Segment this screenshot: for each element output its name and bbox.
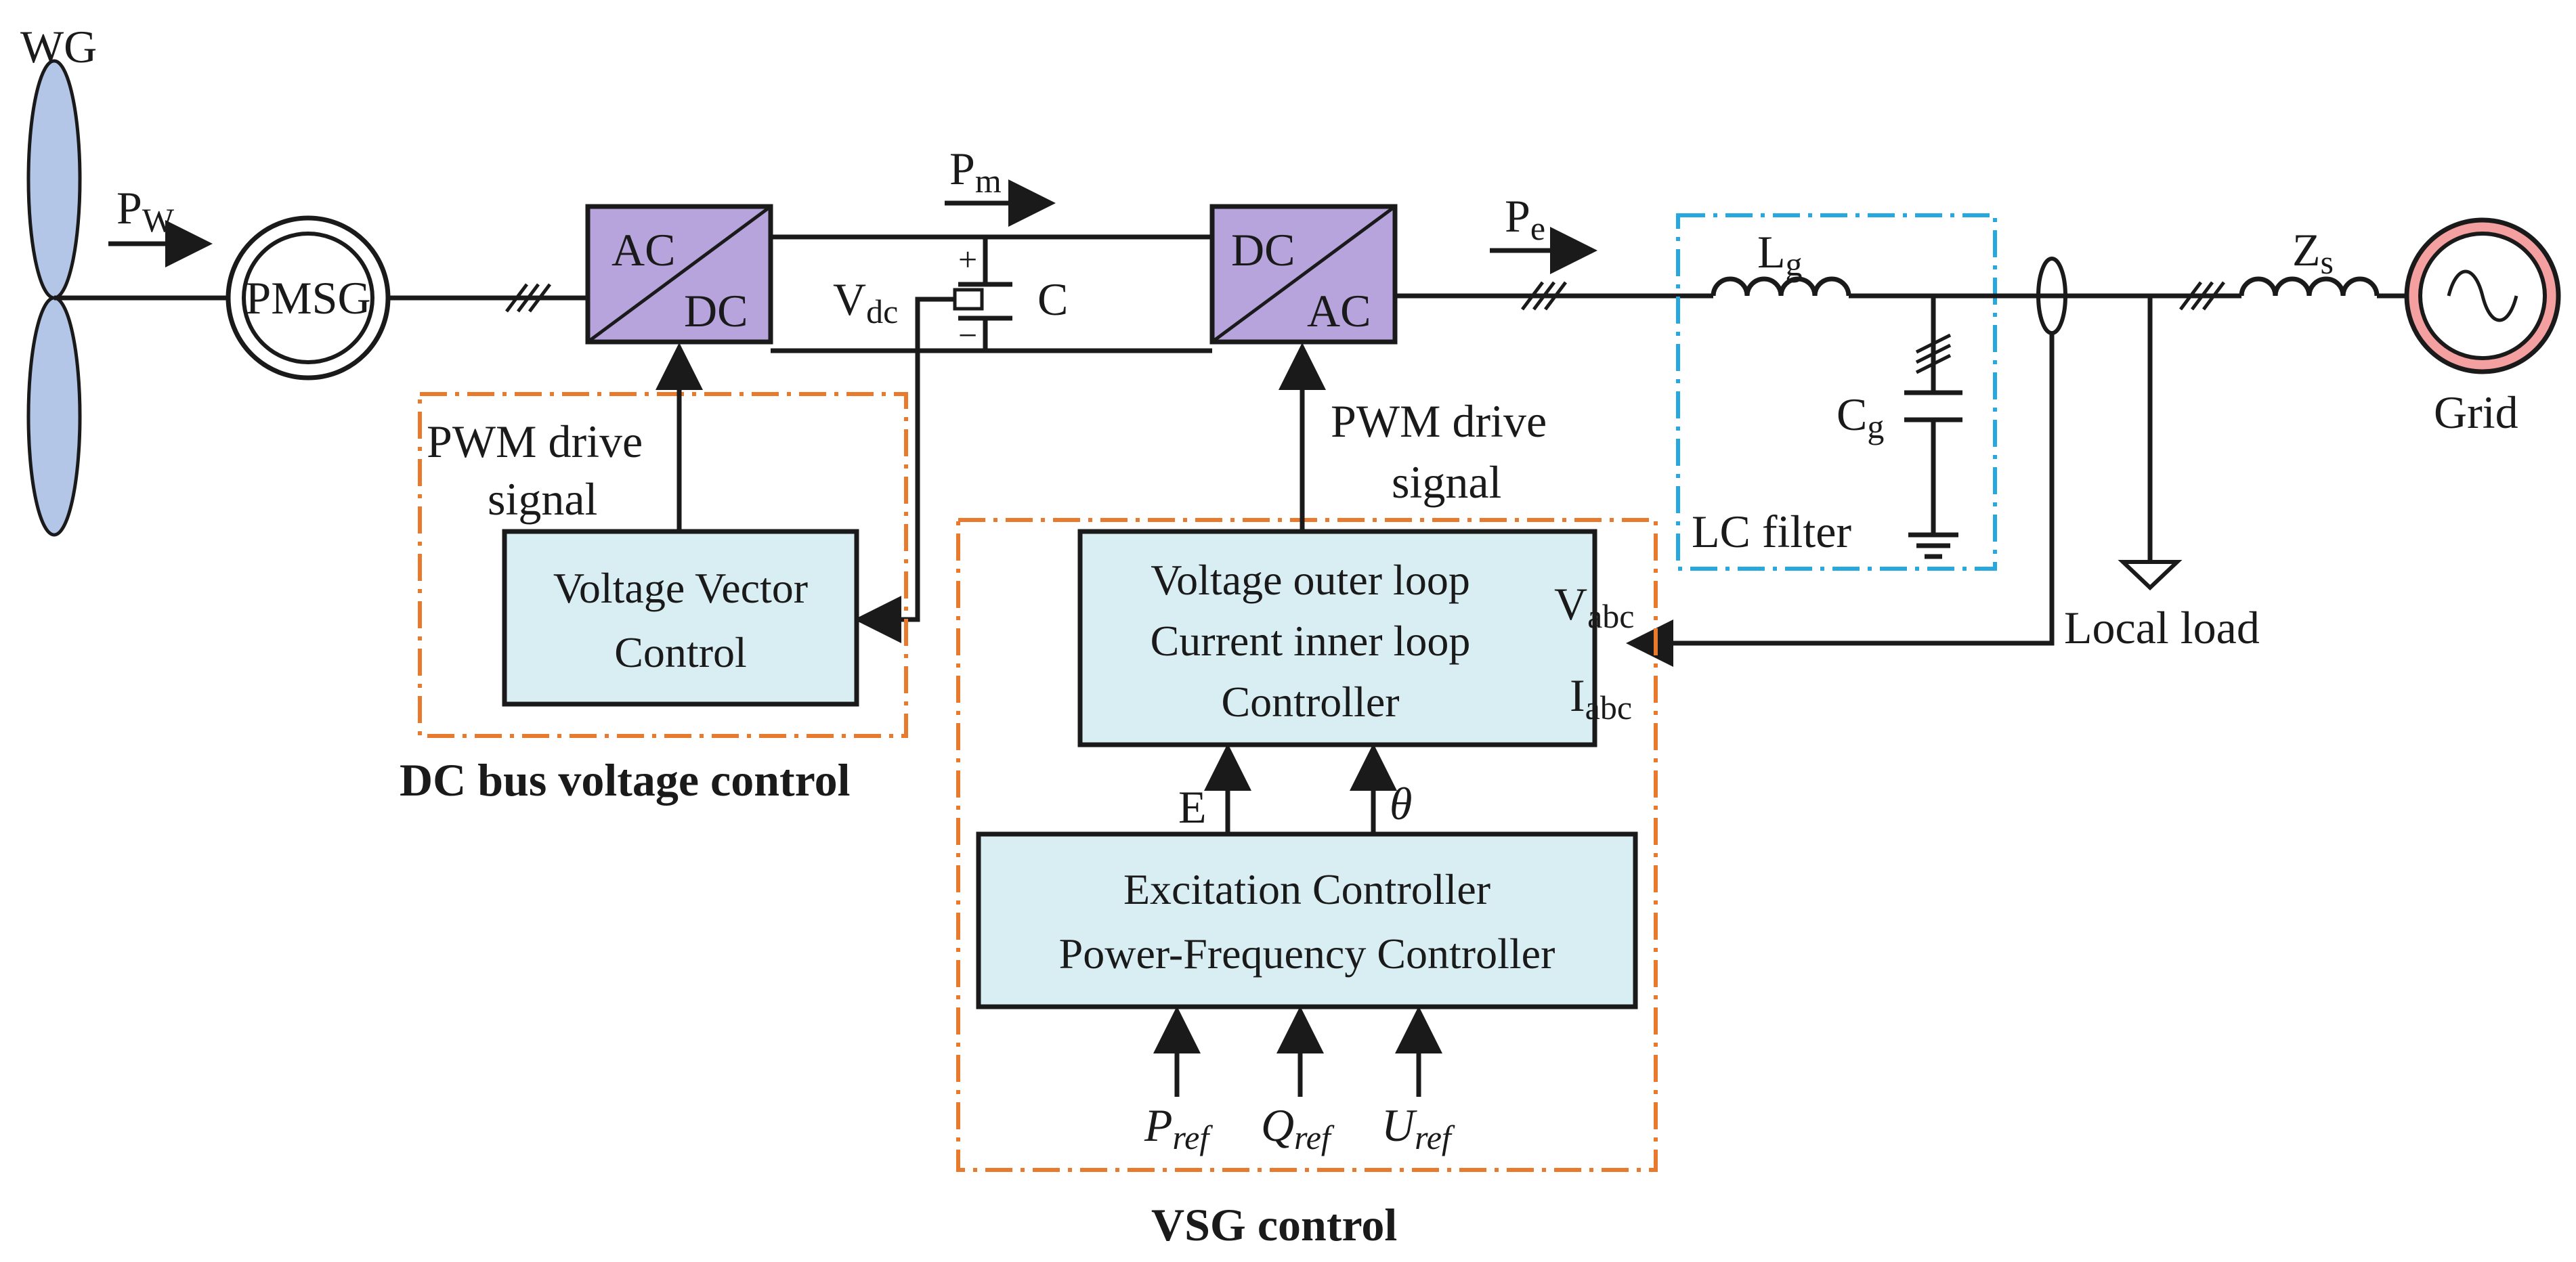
cap-label: C: [1037, 274, 1068, 325]
excitation-power-frequency-box: [976, 831, 1638, 1009]
svg-text:Uref: Uref: [1381, 1100, 1455, 1156]
inverter-dc-ac: DC AC: [1209, 204, 1398, 345]
loop-line2: Current inner loop: [1151, 617, 1471, 665]
grid-source: [2404, 217, 2561, 374]
pref-label: P: [1144, 1100, 1173, 1151]
cg-label: C: [1837, 389, 1867, 440]
pm-arrow-group: Pm: [945, 143, 1056, 227]
exc-line1: Excitation Controller: [1123, 865, 1490, 913]
qref-label: Q: [1261, 1100, 1294, 1151]
pe-sub: e: [1530, 209, 1545, 247]
pe-arrow-group: Pe: [1490, 190, 1597, 274]
vdc-label: V: [833, 274, 866, 325]
theta-label: θ: [1390, 778, 1412, 829]
filter-inductor-lg: Lg: [1711, 226, 1851, 297]
zs-label: Z: [2292, 224, 2321, 276]
qref-sub: ref: [1294, 1118, 1335, 1156]
vabc-iabc-feedback-line: [1626, 333, 2055, 667]
three-phase-mark-2: [1521, 281, 1567, 311]
rectifier-ac-dc: AC DC: [585, 204, 773, 345]
iabc-label: I: [1570, 670, 1585, 721]
pw-sub: W: [142, 201, 175, 239]
pw-label: P: [116, 182, 142, 234]
three-phase-mark-1: [505, 283, 551, 313]
vvc-line1: Voltage Vector: [553, 564, 808, 612]
vsg-control-boundary: [956, 518, 1658, 1172]
vsg-pwm-line2: signal: [1392, 456, 1501, 508]
iabc-sub: abc: [1585, 689, 1632, 726]
grid-impedance-zs: Zs: [2201, 224, 2405, 299]
cg-sub: g: [1867, 408, 1884, 445]
voltage-vector-control-box: [502, 529, 859, 707]
pe-label: P: [1505, 190, 1530, 242]
vdc-text: Vdc: [833, 274, 898, 330]
rectifier-top-label: AC: [611, 224, 675, 276]
wind-turbine: WG: [20, 21, 97, 537]
grid-label: Grid: [2434, 387, 2518, 438]
inverter-bottom-label: AC: [1307, 285, 1371, 336]
svg-text:Zs: Zs: [2292, 224, 2334, 281]
svg-text:PW: PW: [116, 182, 175, 239]
vsg-pwm-line1: PWM drive: [1331, 395, 1547, 447]
dc-control-title: DC bus voltage control: [400, 754, 851, 806]
dc-pwm-line2: signal: [488, 473, 597, 525]
zs-sub: s: [2321, 243, 2334, 281]
vabc-label: V: [1554, 578, 1587, 630]
svg-text:Iabc: Iabc: [1570, 670, 1632, 726]
local-load: [2118, 296, 2183, 591]
lg-label: L: [1757, 226, 1786, 278]
voltage-current-loop-box: [1077, 529, 1597, 747]
loop-line1: Voltage outer loop: [1151, 556, 1470, 604]
vvc-line2: Control: [614, 628, 747, 676]
vsg-control-title: VSG control: [1151, 1199, 1397, 1250]
svg-text:Vabc: Vabc: [1554, 578, 1635, 635]
exc-line2: Power-Frequency Controller: [1059, 930, 1555, 978]
local-load-label: Local load: [2064, 602, 2260, 653]
svg-text:Lg: Lg: [1757, 226, 1803, 283]
svg-text:Qref: Qref: [1261, 1100, 1335, 1156]
loop-line3: Controller: [1221, 678, 1399, 726]
pref-sub: ref: [1173, 1118, 1214, 1156]
pw-arrow-group: PW: [108, 182, 213, 267]
e-label: E: [1178, 781, 1207, 833]
dc-pwm-line1: PWM drive: [427, 416, 643, 467]
vdc-sub: dc: [866, 292, 898, 330]
filter-capacitor-cg: Cg: [1837, 296, 1962, 559]
pm-label: P: [949, 143, 975, 194]
dc-bus-control-boundary: [418, 392, 908, 738]
pm-sub: m: [975, 162, 1002, 200]
lc-filter-boundary: [1676, 213, 1997, 571]
cap-plus: +: [958, 240, 977, 278]
lg-sub: g: [1786, 245, 1803, 283]
vabc-sub: abc: [1587, 597, 1634, 635]
turbine-blade-lower: [26, 296, 82, 537]
dc-link-capacitor: + − C: [953, 237, 1068, 354]
turbine-blade-upper: [26, 59, 82, 300]
pmsg-label: PMSG: [245, 272, 370, 324]
svg-text:Pref: Pref: [1144, 1100, 1213, 1156]
uref-label: U: [1381, 1100, 1417, 1151]
pmsg: PMSG: [226, 215, 391, 380]
svg-text:Pm: Pm: [949, 143, 1002, 200]
vdc-feedback-line: [854, 297, 955, 643]
uref-sub: ref: [1415, 1118, 1455, 1156]
rectifier-bottom-label: DC: [684, 285, 748, 336]
svg-text:Cg: Cg: [1837, 389, 1884, 445]
svg-text:Pe: Pe: [1505, 190, 1545, 247]
cap-minus: −: [958, 316, 977, 354]
lc-filter-label: LC filter: [1692, 506, 1851, 557]
inverter-top-label: DC: [1231, 224, 1295, 276]
